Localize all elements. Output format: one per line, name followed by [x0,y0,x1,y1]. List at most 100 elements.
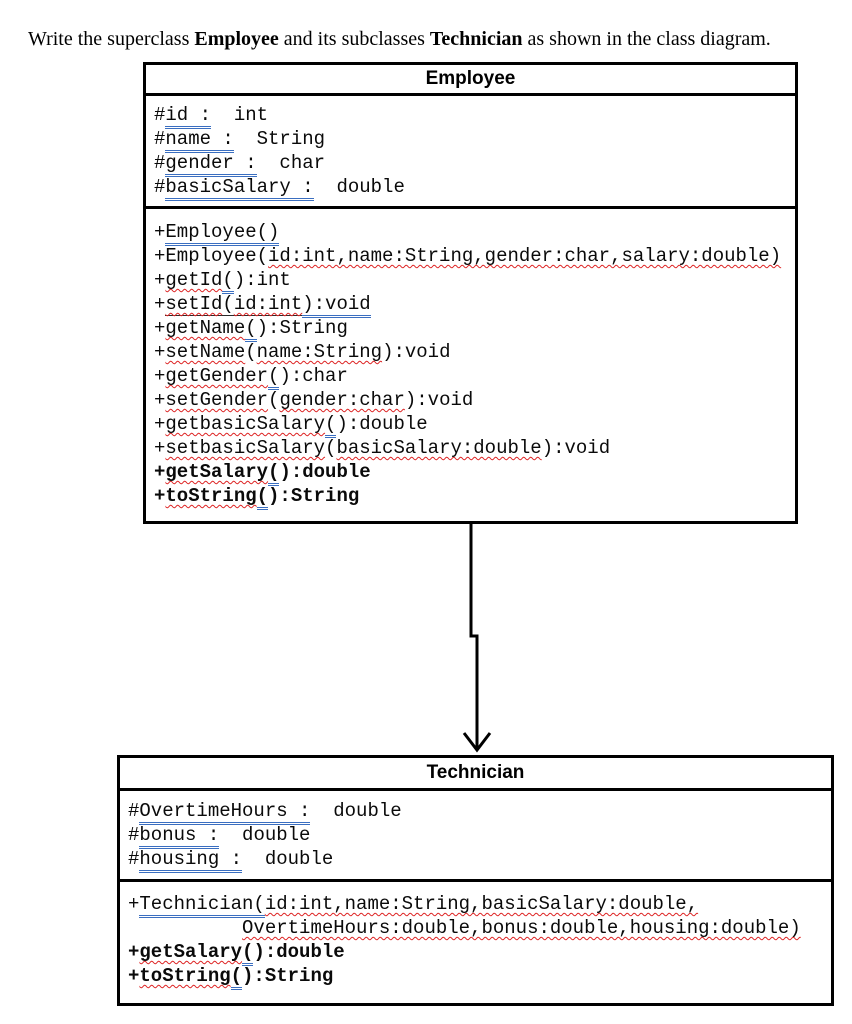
technician-class-name: Technician [120,758,831,791]
code-segment: ):char [279,365,348,387]
code-segment: id:int,name:String,basicSalary:double, [264,893,699,915]
code-segment: ( [256,485,269,510]
task-instruction: Write the superclass Employee and its su… [28,26,848,52]
code-segment: housing : [139,848,243,873]
code-segment: + [128,965,140,987]
code-segment: ( [325,413,337,438]
code-segment: # [128,800,140,822]
code-segment: + [154,341,166,363]
code-segment: ( [245,341,257,363]
code-segment: ( [268,365,280,390]
code-segment: +Employee( [154,245,269,267]
employee-class-box: Employee #id : int#name : String#gender … [143,62,798,524]
code-segment: + [154,413,166,435]
code-segment: + [154,461,166,483]
technician-class-box: Technician #OvertimeHours : double#bonus… [117,755,834,1006]
code-segment: ( [230,965,243,990]
code-segment: ( [325,437,337,459]
code-segment: int [211,104,269,126]
code-segment: + [154,293,166,315]
instruction-segment: Write the superclass [28,28,195,50]
code-segment: toString [165,485,257,507]
code-segment: ):String [268,485,360,507]
code-segment: ):int [233,269,291,291]
code-segment: getSalary [139,941,243,963]
instruction-segment: Technician [429,28,523,50]
code-segment: gender : [165,152,257,177]
code-segment: char [256,152,326,174]
code-segment: # [154,176,166,198]
code-segment: OvertimeHours : [139,800,311,825]
code-segment: String [233,128,326,150]
code-segment: + [154,269,166,291]
technician-attributes-section: #OvertimeHours : double#bonus : double#h… [120,791,831,882]
code-segment: setbasicSalary [165,437,326,459]
code-line: +getbasicSalary():double [154,412,789,438]
code-segment: ( [268,389,280,411]
code-segment: + [128,941,140,963]
code-segment: # [128,848,140,870]
code-line: +Employee() [154,220,789,246]
code-line: +setGender(gender:char):void [154,388,789,412]
code-line: +setId(id:int):void [154,292,789,318]
code-segment: ( [268,461,280,486]
code-segment: getId [165,269,223,291]
code-segment: basicSalary:double [336,437,542,459]
code-segment: ( [245,317,257,342]
code-line: #name : String [154,127,789,153]
code-line: OvertimeHours:double,bonus:double,housin… [128,916,825,940]
employee-methods-section: +Employee()+Employee(id:int,name:String,… [146,209,795,510]
code-line: #id : int [154,103,789,129]
code-segment: double [219,824,311,846]
code-segment: double [242,848,334,870]
code-segment: double [313,176,405,198]
code-segment: + [154,365,166,387]
code-line: +Employee(id:int,name:String,gender:char… [154,244,789,268]
code-segment: ):double [336,413,428,435]
code-segment: setName [165,341,246,363]
code-segment: id:int [233,293,303,316]
code-segment: basicSalary : [165,176,314,201]
code-segment: + [154,317,166,339]
code-line: #basicSalary : double [154,175,789,201]
code-line: #OvertimeHours : double [128,799,825,825]
code-segment: ):void [302,293,371,318]
code-segment: # [128,824,140,846]
code-segment: name:String [256,341,383,363]
code-segment: ):double [279,461,371,483]
code-segment: ):void [541,437,611,459]
code-line: +setbasicSalary(basicSalary:double):void [154,436,789,460]
code-segment: ):String [256,317,348,339]
code-segment [128,917,242,939]
code-line: +getSalary():double [154,460,789,486]
code-segment: setGender [165,389,269,411]
code-segment: toString [139,965,231,987]
code-segment: + [154,389,166,411]
code-segment: + [154,221,166,243]
code-segment: + [128,893,140,915]
code-segment: setId [165,293,223,316]
inheritance-arrow-icon [462,524,492,753]
code-line: +getName():String [154,316,789,342]
code-segment: id:int,name:String,gender:char,salary:do… [268,245,782,267]
code-line: +toString():String [154,484,789,510]
code-line: #bonus : double [128,823,825,849]
code-segment: Employee() [165,221,280,246]
code-segment: gender:char [279,389,405,411]
instruction-segment: Employee [194,28,279,50]
code-line: +toString():String [128,964,825,990]
code-segment: # [154,128,166,150]
code-segment: id : [165,104,212,129]
code-segment: # [154,152,166,174]
code-segment: getbasicSalary [165,413,326,435]
code-line: +getId():int [154,268,789,294]
code-line: #gender : char [154,151,789,177]
code-line: +Technician(id:int,name:String,basicSala… [128,892,825,918]
code-line: +getSalary():double [128,940,825,966]
code-segment: OvertimeHours:double,bonus:double,housin… [242,917,801,939]
code-segment: ):void [382,341,451,363]
employee-attributes-section: #id : int#name : String#gender : char#ba… [146,96,795,209]
code-line: #housing : double [128,847,825,873]
code-segment: name : [165,128,234,153]
